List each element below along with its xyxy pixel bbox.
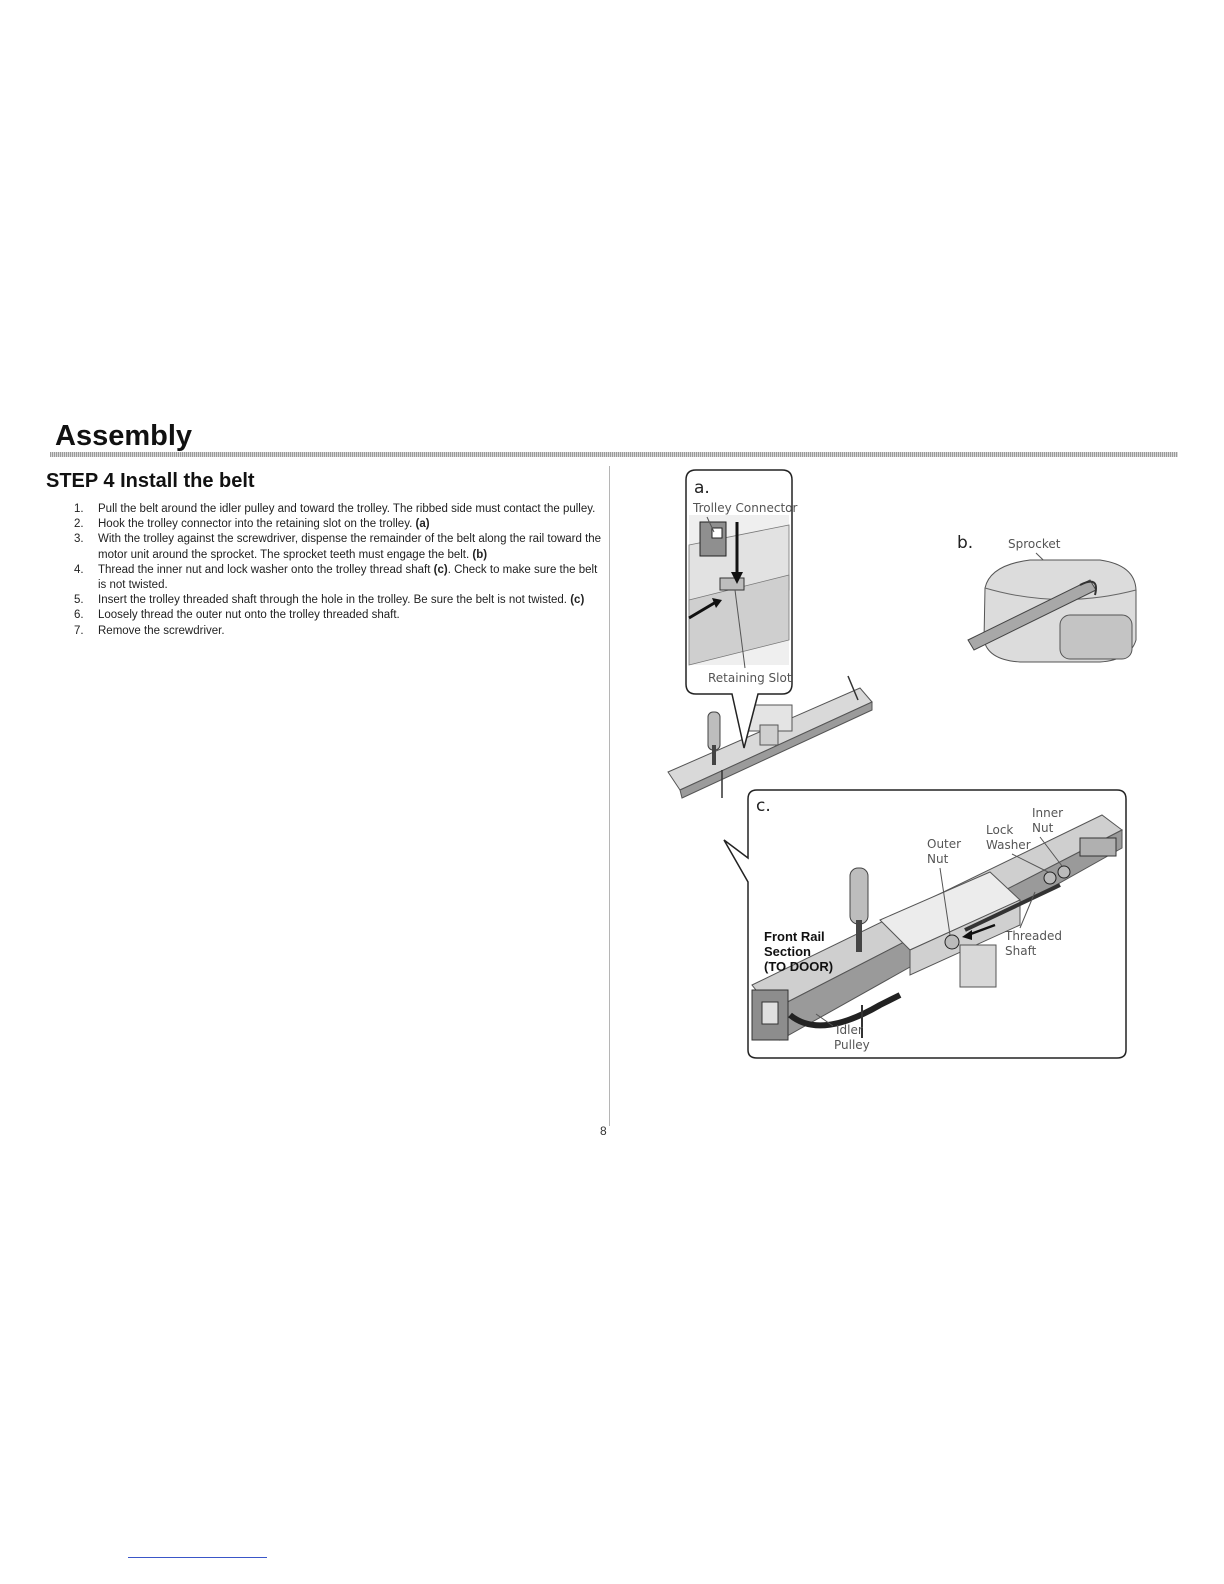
figure-reference: (c) <box>433 563 448 576</box>
front-rail-label-line1: Front Rail <box>764 929 825 944</box>
item-text: Insert the trolley threaded shaft throug… <box>98 594 568 607</box>
item-number: 4. <box>74 563 84 576</box>
instruction-item: 2. Hook the trolley connector into the r… <box>74 517 604 532</box>
figure-a-letter: a. <box>694 478 710 498</box>
trolley-detail <box>688 515 790 666</box>
retaining-slot-label: Retaining Slot <box>708 671 792 685</box>
section-divider <box>50 452 1178 457</box>
figure-c-letter: c. <box>756 796 771 816</box>
outer-nut-label-line1: Outer <box>927 837 961 851</box>
lock-washer-label-line2: Washer <box>986 838 1031 852</box>
trolley-connector-label: Trolley Connector <box>692 501 798 515</box>
item-text: Loosely thread the outer nut onto the tr… <box>98 609 400 622</box>
instruction-item: 3. With the trolley against the screwdri… <box>74 532 604 562</box>
instruction-item: 7. Remove the screwdriver. <box>74 624 604 639</box>
item-number: 5. <box>74 594 84 607</box>
threaded-shaft-label-line1: Threaded <box>1004 929 1062 943</box>
item-text: Remove the screwdriver. <box>98 624 225 637</box>
rail-illustration <box>667 675 873 799</box>
item-text: Thread the inner nut and lock washer ont… <box>98 563 431 576</box>
figure-reference: (b) <box>472 548 488 561</box>
instruction-list: 1. Pull the belt around the idler pulley… <box>74 502 604 639</box>
column-divider <box>609 466 610 1126</box>
instruction-item: 6. Loosely thread the outer nut onto the… <box>74 608 604 623</box>
page-number: 8 <box>600 1124 607 1138</box>
threaded-shaft-label-line2: Shaft <box>1005 944 1037 958</box>
item-text: Hook the trolley connector into the reta… <box>98 518 413 531</box>
item-text-continued: . Check to make sure the belt is not twi… <box>98 563 598 592</box>
lock-washer-label-line1: Lock <box>986 823 1013 837</box>
front-rail-label-line2: Section <box>764 944 811 959</box>
item-number: 1. <box>74 503 84 515</box>
footer-line <box>128 1557 267 1558</box>
rail-assembly-illustration <box>751 814 1123 1041</box>
instruction-item: 1. Pull the belt around the idler pulley… <box>74 502 604 517</box>
instruction-item: 4. Thread the inner nut and lock washer … <box>74 563 604 593</box>
inner-nut-label-line2: Nut <box>1032 821 1054 835</box>
section-title: Assembly <box>55 420 193 452</box>
item-number: 7. <box>74 624 84 637</box>
idler-pulley-label-line1: Idler <box>836 1023 863 1037</box>
figure-reference: (a) <box>415 518 430 531</box>
front-rail-label-line3: (TO DOOR) <box>764 959 833 974</box>
item-number: 6. <box>74 609 84 622</box>
sprocket-label: Sprocket <box>1008 537 1061 551</box>
item-number: 2. <box>74 518 84 531</box>
item-number: 3. <box>74 533 84 546</box>
figure-b-letter: b. <box>957 533 973 553</box>
figure-reference: (c) <box>570 594 585 607</box>
instruction-item: 5. Insert the trolley threaded shaft thr… <box>74 593 604 608</box>
step-title: STEP 4 Install the belt <box>46 470 255 492</box>
item-text: Pull the belt around the idler pulley an… <box>98 503 596 515</box>
item-text: With the trolley against the screwdriver… <box>98 533 602 561</box>
outer-nut-label-line2: Nut <box>927 852 949 866</box>
motor-unit-illustration <box>967 559 1137 663</box>
idler-pulley-label-line2: Pulley <box>834 1038 870 1052</box>
inner-nut-label-line1: Inner <box>1032 806 1063 820</box>
